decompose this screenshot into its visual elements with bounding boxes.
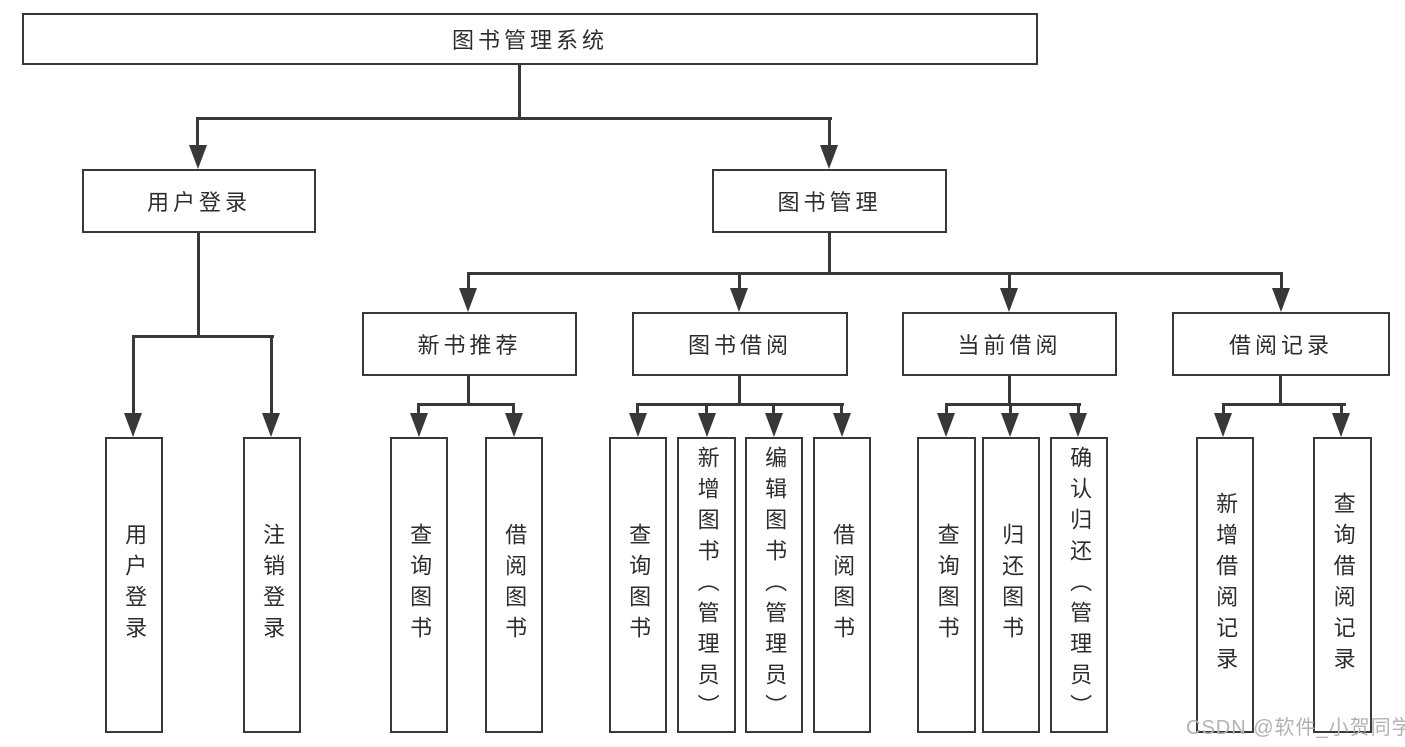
connector-line — [467, 376, 470, 403]
connector-line — [132, 338, 135, 414]
leaf-borrow-books-recommend: 借阅图书 — [485, 437, 543, 733]
connector-line — [270, 338, 273, 414]
connector-line — [1279, 376, 1282, 405]
watermark: CSDN @软件_小贺同学 — [1186, 717, 1405, 739]
connector-line — [196, 117, 832, 120]
connector-line — [636, 406, 639, 415]
arrow-down-icon — [833, 413, 851, 437]
arrow-down-icon — [1332, 413, 1350, 437]
connector-line — [1340, 406, 1343, 415]
node-book-management: 图书管理 — [712, 169, 947, 233]
leaf-borrow-books-borrowing: 借阅图书 — [813, 437, 871, 733]
arrow-down-icon — [765, 413, 783, 437]
connector-line — [1008, 376, 1011, 403]
connector-line — [1222, 403, 1346, 406]
leaf-user-login: 用户登录 — [105, 437, 163, 733]
arrow-down-icon — [698, 413, 716, 437]
leaf-confirm-return-admin: 确认归还（管理员） — [1050, 437, 1108, 733]
node-borrow-records: 借阅记录 — [1172, 312, 1390, 376]
arrow-down-icon — [1214, 413, 1232, 437]
leaf-query-books-recommend: 查询图书 — [390, 437, 448, 733]
arrow-down-icon — [1001, 413, 1019, 437]
leaf-edit-books-admin: 编辑图书（管理员） — [745, 437, 803, 733]
connector-line — [467, 272, 1283, 275]
connector-line — [467, 275, 470, 290]
arrow-down-icon — [820, 145, 838, 169]
arrow-down-icon — [629, 413, 647, 437]
connector-line — [636, 403, 844, 406]
arrow-down-icon — [937, 413, 955, 437]
connector-line — [738, 275, 741, 290]
node-current-borrowing: 当前借阅 — [902, 312, 1117, 376]
arrow-down-icon — [262, 413, 280, 437]
connector-line — [945, 403, 1081, 406]
arrow-down-icon — [730, 288, 748, 312]
leaf-query-borrow-record: 查询借阅记录 — [1313, 437, 1372, 733]
leaf-return-books: 归还图书 — [982, 437, 1040, 733]
arrow-down-icon — [1000, 288, 1018, 312]
connector-line — [738, 376, 741, 403]
connector-line — [1008, 275, 1011, 290]
connector-line — [1077, 406, 1080, 415]
leaf-add-books-admin: 新增图书（管理员） — [677, 437, 736, 733]
arrow-down-icon — [410, 413, 428, 437]
leaf-query-books-current: 查询图书 — [917, 437, 976, 733]
connector-line — [1222, 406, 1225, 415]
arrow-down-icon — [505, 413, 523, 437]
connector-line — [132, 335, 274, 338]
connector-line — [1009, 406, 1012, 415]
arrow-down-icon — [124, 413, 142, 437]
connector-line — [1280, 275, 1283, 290]
leaf-logout: 注销登录 — [243, 437, 301, 733]
node-new-book-recommend: 新书推荐 — [362, 312, 577, 376]
connector-line — [196, 120, 199, 147]
node-user-login: 用户登录 — [82, 169, 316, 233]
connector-line — [197, 233, 200, 335]
connector-line — [945, 406, 948, 415]
node-book-borrowing: 图书借阅 — [632, 312, 848, 376]
node-library-system: 图书管理系统 — [22, 13, 1038, 65]
arrow-down-icon — [1272, 288, 1290, 312]
connector-line — [840, 406, 843, 415]
leaf-query-books-borrowing: 查询图书 — [609, 437, 667, 733]
connector-line — [417, 403, 515, 406]
connector-line — [828, 120, 831, 147]
leaf-add-borrow-record: 新增借阅记录 — [1196, 437, 1254, 733]
arrow-down-icon — [189, 145, 207, 169]
arrow-down-icon — [1069, 413, 1087, 437]
connector-line — [772, 406, 775, 415]
connector-line — [705, 406, 708, 415]
connector-line — [512, 406, 515, 415]
connector-line — [518, 65, 521, 117]
arrow-down-icon — [459, 288, 477, 312]
connector-line — [417, 406, 420, 415]
connector-line — [828, 233, 831, 272]
